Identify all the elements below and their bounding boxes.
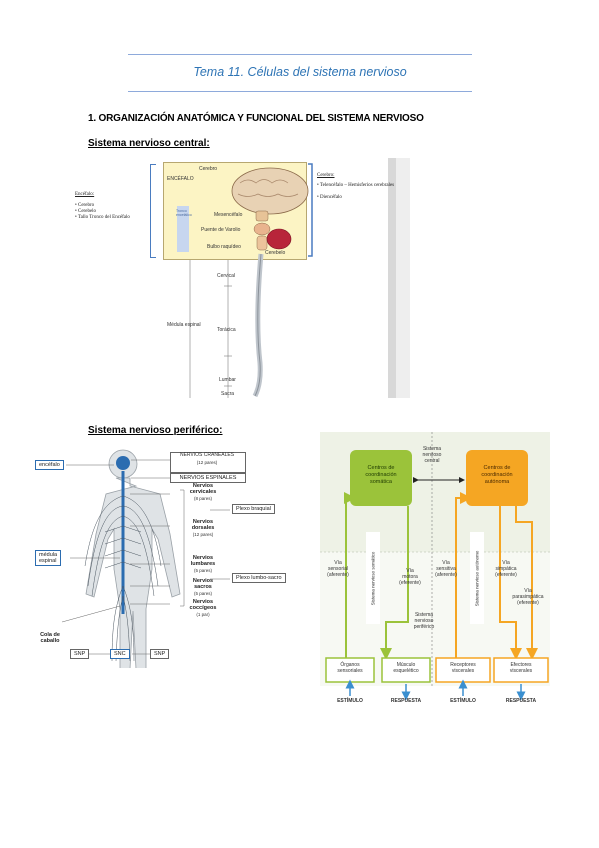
tronco-label: Tronco encefálico: [176, 209, 192, 217]
encefalo-box-label: ENCÉFALO: [167, 176, 194, 182]
via-sensitiva-label: Vía sensitiva (aferente): [435, 560, 457, 578]
header-rule-bottom: [128, 91, 472, 92]
cervicales-label: Nervios cervicales: [189, 483, 217, 495]
label-cervical: Cervical: [217, 273, 236, 279]
estimulo-label: ESTÍMULO: [450, 698, 476, 704]
encefalo-label: encéfalo: [35, 460, 64, 470]
receptores-label: Receptores viscerales: [450, 662, 476, 674]
medula-label: médula espinal: [35, 550, 62, 566]
section-heading: 1. ORGANIZACIÓN ANATÓMICA Y FUNCIONAL DE…: [88, 113, 424, 124]
craneales-label: NERVIOS CRANEALES: [179, 452, 235, 458]
label-bulbo: Bulbo raquídeo: [207, 244, 241, 250]
sn-somatico-label: Sistema nervioso somático: [370, 551, 376, 606]
encefalo-shape: [116, 456, 130, 470]
musculo-box: [381, 657, 431, 683]
via-parasimpatica-label: Vía parasimpática (eferente): [512, 588, 544, 606]
snp-left-label: SNP: [70, 649, 90, 659]
snp-subtitle: Sistema nervioso periférico:: [88, 425, 223, 436]
dorsales-pares: (12 pares): [192, 532, 214, 537]
sn-autonomo-label: Sistema nervioso autónomo: [474, 550, 480, 607]
somatico-box: [350, 450, 412, 506]
brain-shape: [231, 167, 309, 215]
respuesta-label: RESPUESTA: [390, 698, 422, 704]
cerebro-list: Cerebro: • Telencéfalo – Hemisferios cer…: [317, 173, 394, 201]
torso-shape: [85, 477, 181, 668]
via-motora-label: Vía motora (eferente): [399, 568, 421, 586]
lumbares-label: Nervios lumbares: [190, 555, 216, 567]
snp-center-label: Sistema nervioso periférico: [413, 612, 435, 630]
label-medula: Médula espinal: [167, 322, 201, 328]
label-toracica: Torácica: [217, 327, 236, 333]
page-title: Tema 11. Células del sistema nervioso: [193, 65, 407, 79]
snp-right-label: SNP: [150, 649, 170, 659]
encefalo-item: • Cerebro: [75, 203, 95, 208]
left-bracket: [150, 164, 156, 258]
cerebro-item: • Diencéfalo: [317, 195, 342, 200]
efectores-box: [493, 657, 549, 683]
plexo-lumbo-label: Plexo lumbo-sacro: [232, 573, 286, 583]
dorsales-label: Nervios dorsales: [191, 519, 215, 531]
cerebro-item: • Telencéfalo – Hemisferios cerebrales: [317, 183, 395, 188]
encefalo-title: Encéfalo:: [75, 192, 95, 197]
autonomo-label: Centros de coordinación autónoma: [481, 465, 513, 485]
label-cerebro: Cerebro: [199, 166, 218, 172]
label-mesencefalo: Mesencéfalo: [214, 212, 243, 218]
mesencefalo-shape: [255, 210, 269, 222]
estimulo-label: ESTÍMULO: [337, 698, 363, 704]
body-drawing: [61, 449, 230, 668]
snc-subtitle: Sistema nervioso central:: [88, 138, 210, 149]
figure-functional: Centros de coordinación somática Centros…: [320, 432, 550, 710]
bulbo-shape: [256, 235, 268, 251]
figure-body: encéfalo NERVIOS CRANEALES (12 pares) NE…: [30, 446, 300, 668]
via-sensorial-label: Vía sensorial (aferente): [327, 560, 349, 578]
via-simpatica-label: Vía simpática (eferente): [495, 560, 517, 578]
spinal-cord-edge: [254, 253, 262, 397]
label-cerebelo: Cerebelo: [265, 250, 286, 256]
musculo-label: Músculo esquelético: [393, 662, 419, 674]
snc-drawing: [189, 158, 410, 398]
cerebro-title: Cerebro:: [317, 173, 335, 178]
right-bracket: [308, 163, 313, 257]
header-rule-top: [128, 54, 472, 55]
craneales-pares: (12 pares): [196, 460, 218, 465]
espinales-label: NERVIOS ESPINALES: [170, 473, 246, 483]
somatico-label: Centros de coordinación somática: [365, 465, 397, 485]
autonomo-box: [466, 450, 528, 506]
craneales-box: [170, 452, 246, 473]
coccigeos-label: Nervios coccígeos: [189, 599, 217, 611]
cerebelo-shape: [266, 228, 292, 250]
encefalo-list: Encéfalo: • Cerebro • Cerebelo • Tallo T…: [75, 192, 130, 221]
organos-box: [325, 657, 375, 683]
lumbares-pares: (5 pares): [193, 568, 212, 573]
figure-snc: Encéfalo: • Cerebro • Cerebelo • Tallo T…: [70, 158, 410, 398]
organos-label: Órganos sensoriales: [337, 662, 363, 674]
nerves: [84, 495, 162, 662]
coccigeos-pares: (1 par): [196, 612, 210, 617]
encefalo-item: • Tallo Tronco del Encéfalo: [75, 215, 130, 220]
grey-panel: [388, 158, 396, 398]
efectores-label: Efectores viscerales: [509, 662, 533, 674]
functional-diagram: [320, 432, 550, 701]
brain-folds: [237, 179, 299, 197]
sacros-pares: (5 pares): [193, 591, 212, 596]
plexo-braquial-label: Plexo braquial: [232, 504, 275, 514]
label-puente: Puente de Varolio: [201, 227, 241, 233]
puente-shape: [253, 222, 271, 236]
encefalo-item: • Cerebelo: [75, 209, 97, 214]
cervicales-pares: (8 pares): [193, 496, 212, 501]
tronco-bar: [177, 206, 189, 252]
sacros-label: Nervios sacros: [192, 578, 214, 590]
snc-center-label: Sistema nervioso central: [422, 446, 442, 464]
label-lumbar: Lumbar: [219, 377, 236, 383]
respuesta-label: RESPUESTA: [505, 698, 537, 704]
snc-label: SNC: [110, 649, 130, 659]
cola-label: Cola de caballo: [40, 632, 60, 644]
label-sacra: Sacra: [221, 391, 235, 397]
